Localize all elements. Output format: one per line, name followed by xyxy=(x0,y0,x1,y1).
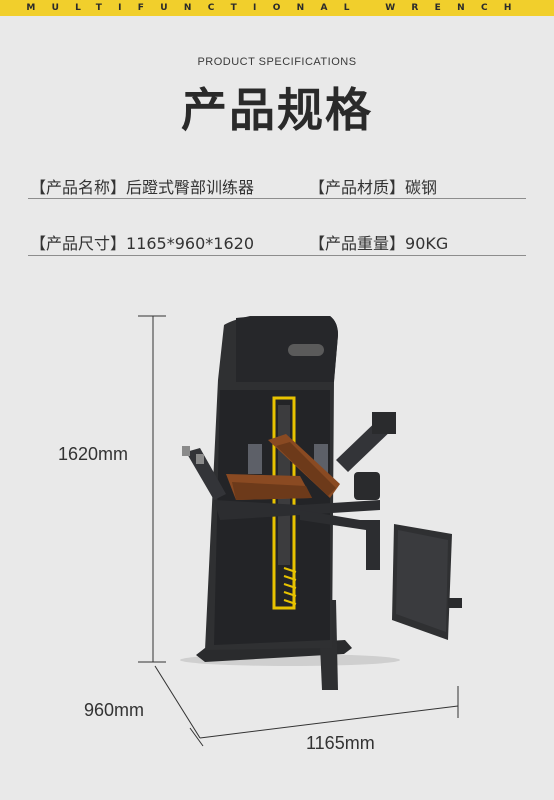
spec-name: 【产品名称】后蹬式臀部训练器 xyxy=(30,174,254,198)
dimension-lines xyxy=(138,315,459,747)
spec-material-value: 碳钢 xyxy=(405,178,438,197)
top-banner: MULTIFUNCTIONAL WRENCH xyxy=(0,0,554,16)
spec-weight-label: 【产品重量】 xyxy=(309,234,406,253)
machine-illustration xyxy=(180,316,462,690)
spec-size-label: 【产品尺寸】 xyxy=(30,234,127,253)
spec-weight-value: 90KG xyxy=(405,234,449,253)
spec-name-value: 后蹬式臀部训练器 xyxy=(126,178,255,197)
depth-dimension-label: 960mm xyxy=(84,700,145,720)
spec-size-value: 1165*960*1620 xyxy=(126,234,254,253)
spec-material: 【产品材质】碳钢 xyxy=(309,174,437,198)
spec-weight: 【产品重量】90KG xyxy=(309,230,448,254)
page-title: 产品规格 xyxy=(181,83,373,137)
section-subtitle: PRODUCT SPECIFICATIONS xyxy=(197,56,357,68)
spec-size: 【产品尺寸】1165*960*1620 xyxy=(30,230,254,254)
spec-divider-2 xyxy=(28,255,526,256)
height-dimension-label: 1620mm xyxy=(58,444,129,464)
spec-divider-1 xyxy=(28,198,526,199)
banner-text: MULTIFUNCTIONAL WRENCH xyxy=(26,3,528,13)
width-dimension-label: 1165mm xyxy=(306,733,375,753)
spec-material-label: 【产品材质】 xyxy=(309,178,406,197)
spec-name-label: 【产品名称】 xyxy=(30,178,127,197)
